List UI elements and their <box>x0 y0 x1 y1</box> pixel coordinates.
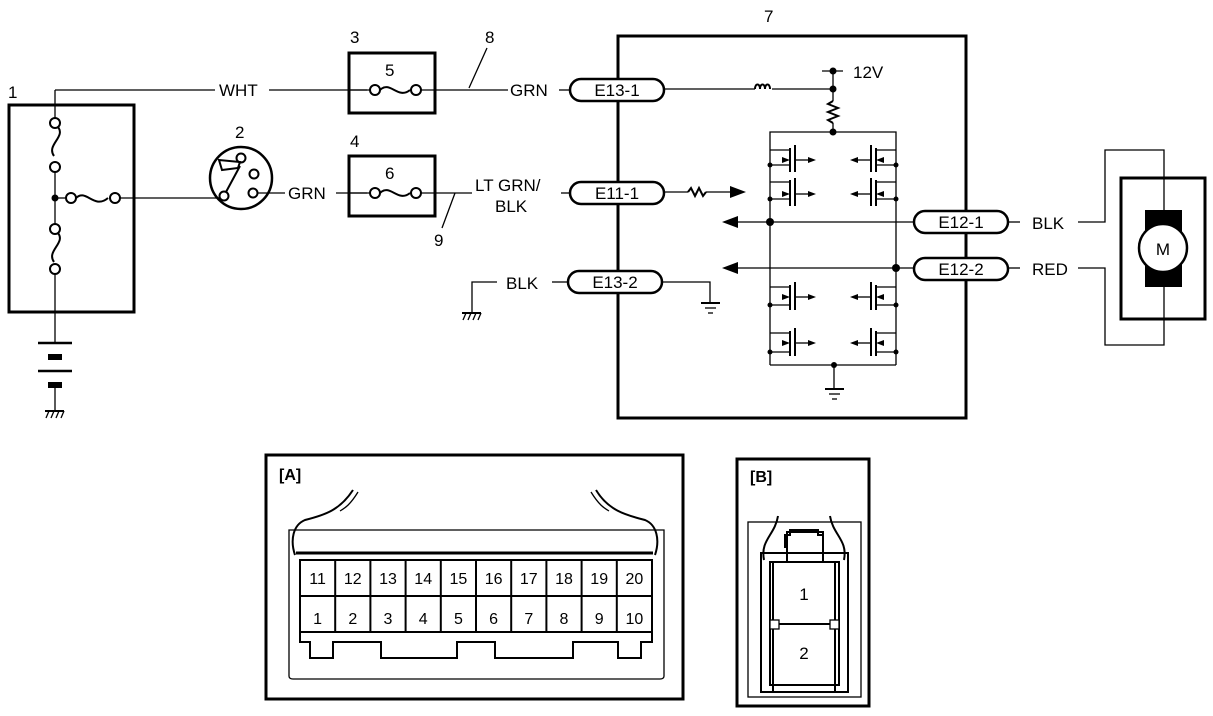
connector-a-pin: 12 <box>344 571 362 588</box>
mosfet-icon <box>767 145 816 172</box>
mosfet-icon <box>850 282 899 310</box>
terminal-label: E12-1 <box>938 213 983 232</box>
wire-color-label: BLK <box>506 274 539 293</box>
resistor-icon <box>825 100 841 124</box>
ignition-switch: 2 <box>208 123 285 211</box>
mosfet-icon <box>767 282 816 310</box>
mosfet-icon <box>850 328 899 356</box>
connector-a-pin: 4 <box>419 611 428 628</box>
control-module-number: 7 <box>764 7 773 26</box>
terminal-label: E13-1 <box>594 81 639 100</box>
resistor-icon <box>687 185 707 199</box>
terminal-E13-1: E13-1 <box>568 77 666 103</box>
terminal-E13-2: E13-2 <box>566 269 664 295</box>
mosfet-icon <box>767 328 816 356</box>
connector-a-label: [A] <box>279 467 301 484</box>
connector-b: [B] 1 2 <box>735 457 871 708</box>
fuse-box-outline <box>7 103 136 314</box>
mosfet-icon <box>850 145 899 172</box>
fuse-holder-outline <box>347 154 437 218</box>
terminal-E12-2: E12-2 <box>912 256 1010 282</box>
wire-color-label: GRN <box>510 81 548 100</box>
fuse-holder-outline <box>347 51 437 115</box>
wire-callout-number: 8 <box>485 28 494 47</box>
connector-a-pin: 7 <box>524 611 533 628</box>
chassis-ground-icon <box>462 312 482 321</box>
fuse-number: 6 <box>385 164 394 183</box>
connector-a-pin: 14 <box>414 571 432 588</box>
connector-a-pin: 3 <box>384 611 393 628</box>
connector-a-pin: 19 <box>590 571 608 588</box>
terminal-label: E12-2 <box>938 260 983 279</box>
connector-b-pin: 1 <box>799 585 808 604</box>
fuse-icon <box>49 223 61 275</box>
motor: BLK RED M <box>1008 149 1207 346</box>
wire-color-label: GRN <box>288 184 326 203</box>
fuse-holder-number: 4 <box>350 132 359 151</box>
connector-a-pin: 6 <box>489 611 498 628</box>
wire-color-label: BLK <box>1032 214 1065 233</box>
ground-icon <box>701 302 720 314</box>
connector-a-pin: 15 <box>450 571 468 588</box>
fuse-icon <box>49 117 61 173</box>
fuse-number: 5 <box>385 61 394 80</box>
motor-icon <box>1137 222 1189 274</box>
fuse-box: 1 <box>7 83 215 419</box>
connector-a-pin: 11 <box>309 571 326 588</box>
fuse-box-number: 1 <box>8 83 17 102</box>
connector-a-pin: 5 <box>454 611 463 628</box>
connector-a-pin: 20 <box>626 571 644 588</box>
chassis-ground-icon <box>45 410 65 419</box>
ignition-switch-number: 2 <box>235 123 244 142</box>
wire-color-label: RED <box>1032 260 1068 279</box>
fuse-holder-4: 4 6 <box>347 132 472 218</box>
connector-a-frame <box>264 453 685 701</box>
battery-icon <box>38 341 72 388</box>
ground-wire-blk: BLK <box>462 274 568 321</box>
connector-b-pin: 2 <box>799 644 808 663</box>
fuse-icon <box>369 187 422 199</box>
connector-b-frame <box>735 457 871 708</box>
fuse-icon <box>369 84 422 96</box>
connector-a-pin: 13 <box>379 571 397 588</box>
fuse-holder-3: 3 5 <box>347 28 508 115</box>
inductor-icon <box>754 83 771 90</box>
connector-a-pin: 8 <box>560 611 569 628</box>
connector-a-pin: 17 <box>520 571 538 588</box>
terminal-E12-1: E12-1 <box>912 209 1010 235</box>
wire-callout-number: 9 <box>434 231 443 250</box>
fuse-icon <box>65 192 121 204</box>
control-module: 7 E13-1 E11-1 E13-2 E12-1 E12-2 <box>566 7 1010 420</box>
mosfet-icon <box>767 178 816 206</box>
arrow-icon <box>722 216 738 228</box>
wire-color-label: BLK <box>495 197 528 216</box>
connector-a-pin: 10 <box>626 611 644 628</box>
wire-color-label: WHT <box>219 81 258 100</box>
terminal-label: E13-2 <box>592 273 637 292</box>
arrow-icon <box>722 262 738 274</box>
wire-color-label: LT GRN/ <box>475 176 541 195</box>
connector-a-pin: 16 <box>485 571 503 588</box>
connector-a-pin: 9 <box>595 611 604 628</box>
connector-a-pin: 1 <box>313 611 322 628</box>
motor-label: M <box>1156 240 1170 259</box>
supply-voltage-label: 12V <box>853 63 884 82</box>
connector-a-pin: 2 <box>348 611 357 628</box>
fuse-holder-number: 3 <box>350 28 359 47</box>
wire-wht: WHT <box>55 81 367 100</box>
connector-b-label: [B] <box>750 469 772 486</box>
ignition-switch-icon <box>208 145 274 211</box>
h-bridge <box>722 131 914 400</box>
connector-a-pin: 18 <box>555 571 573 588</box>
arrow-icon <box>730 186 746 198</box>
terminal-label: E11-1 <box>595 184 639 203</box>
motor-housing <box>1119 176 1207 321</box>
mosfet-icon <box>850 178 899 206</box>
terminal-E11-1: E11-1 <box>568 180 666 206</box>
ground-icon <box>825 388 844 400</box>
